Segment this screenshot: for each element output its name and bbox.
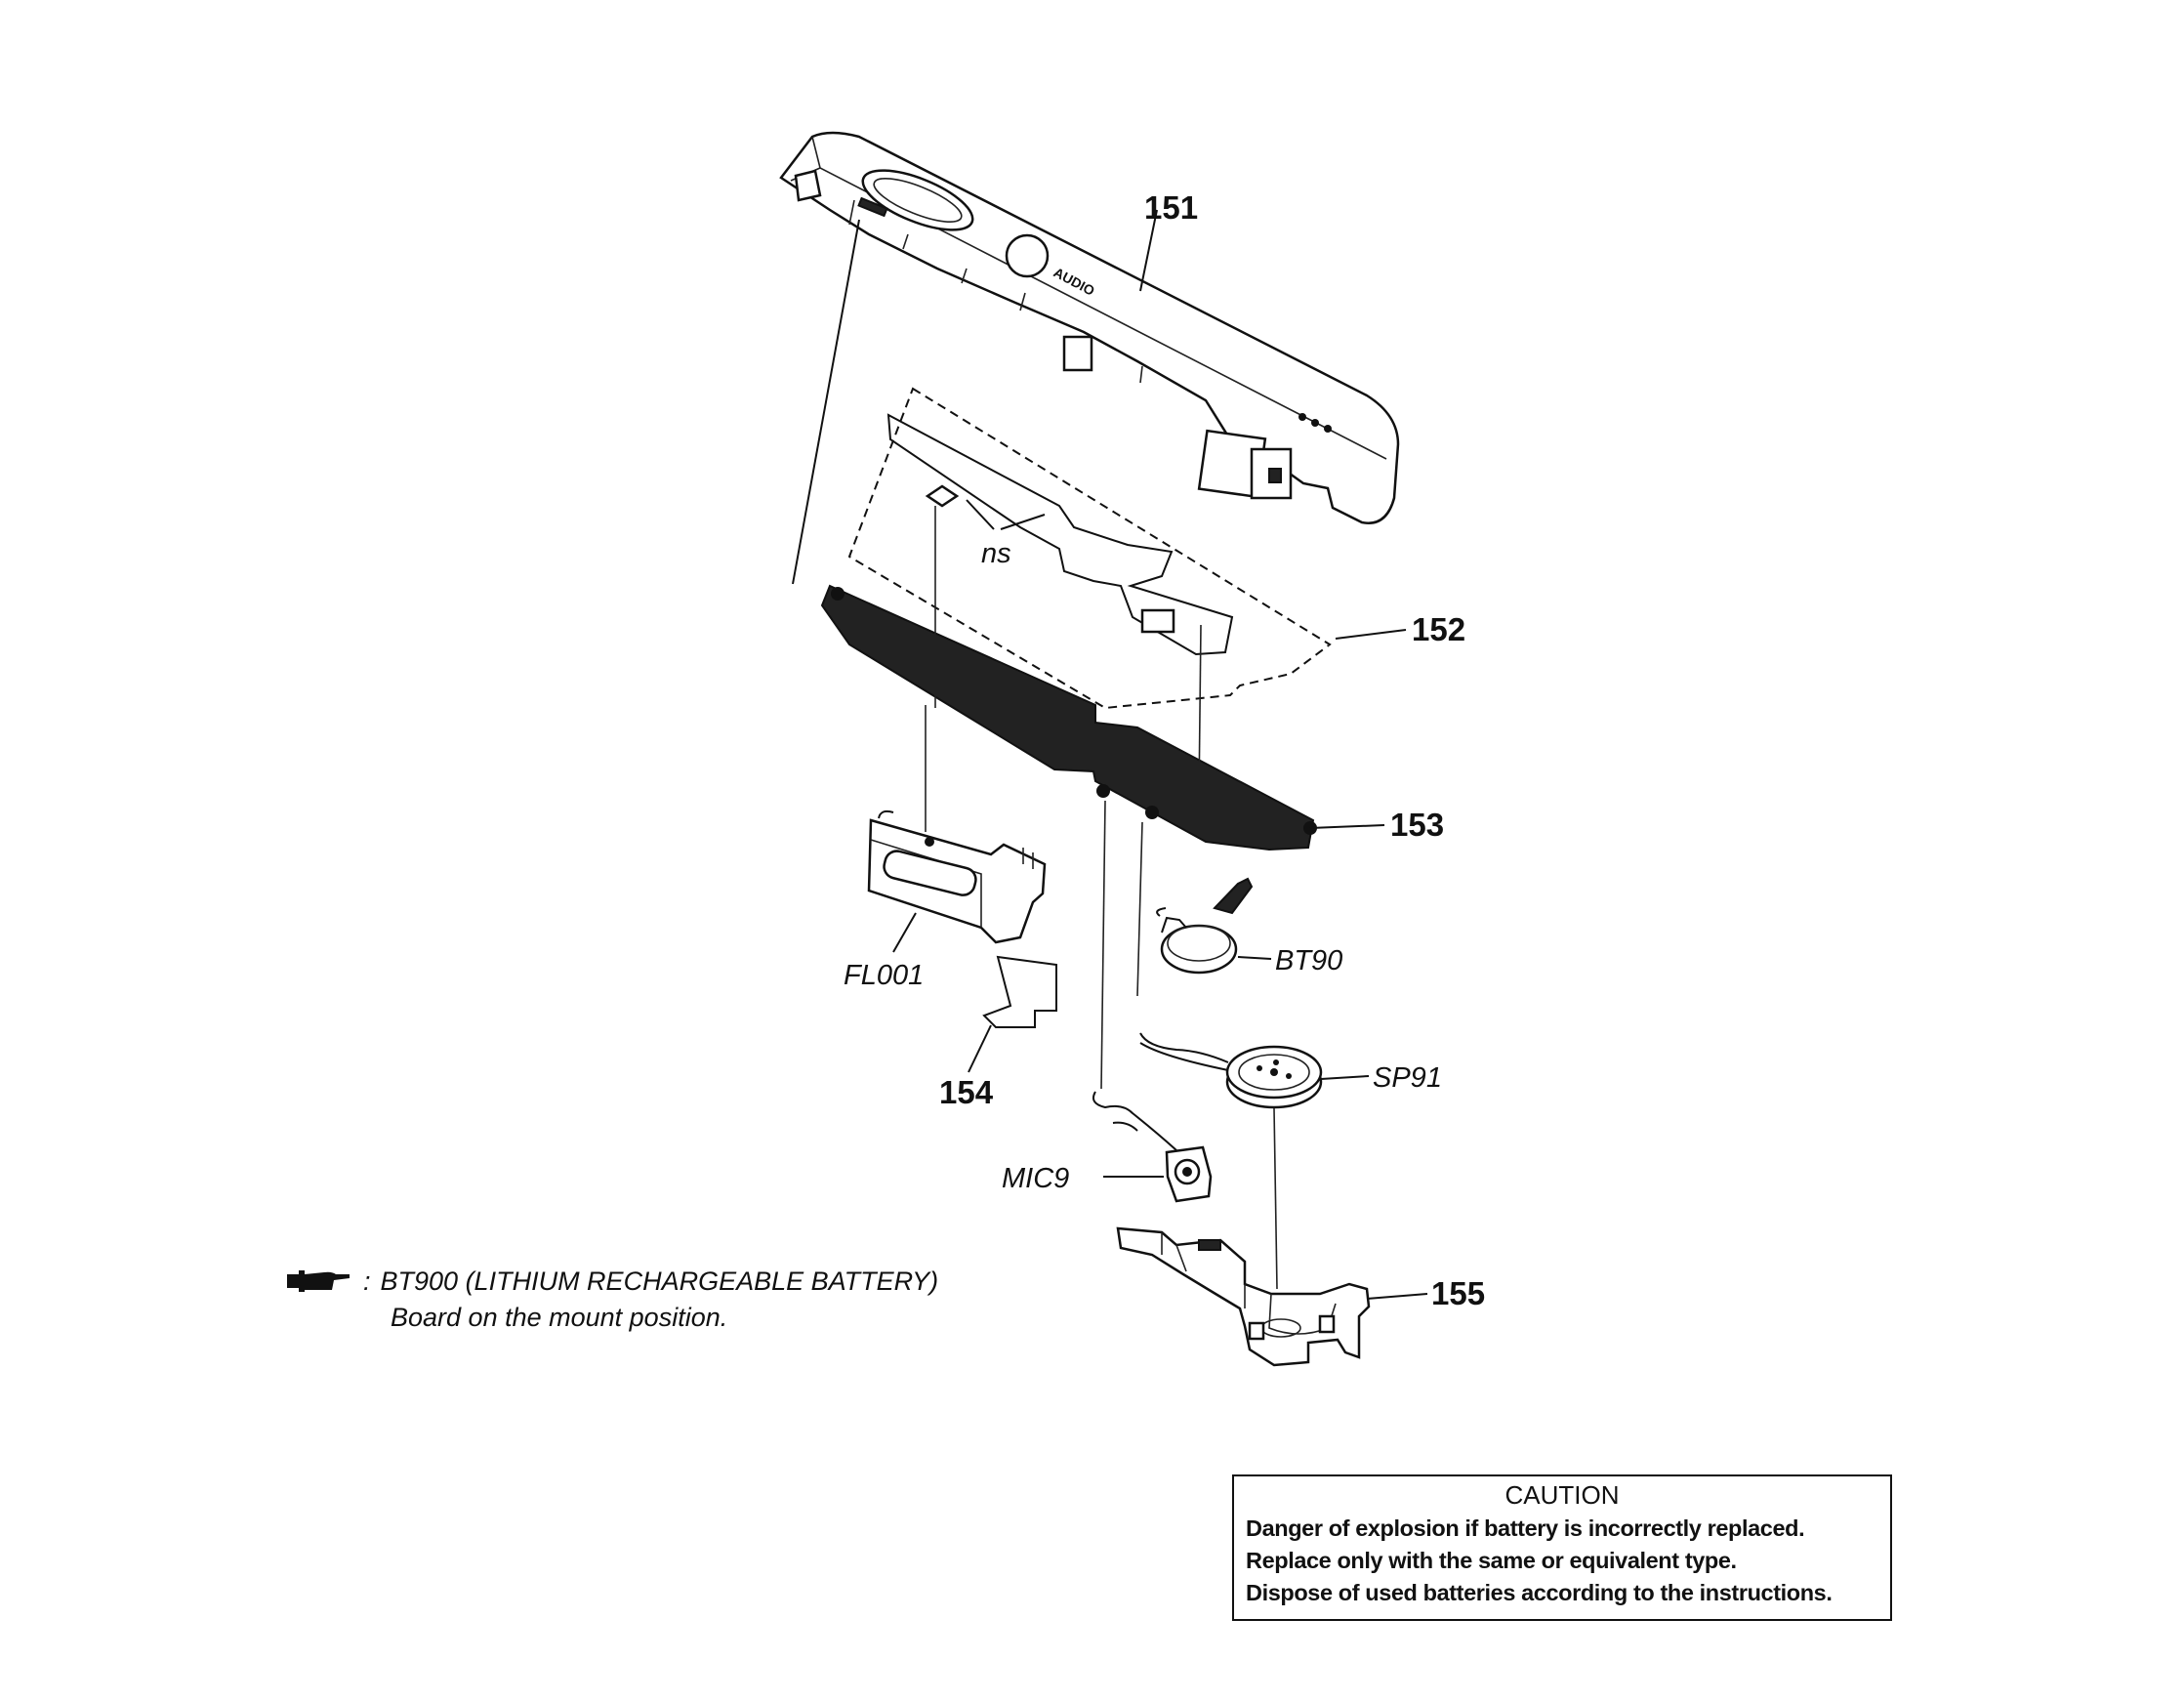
callout-153: 153: [1390, 807, 1444, 843]
legend-line-2: Board on the mount position.: [391, 1303, 728, 1332]
legend-separator: :: [363, 1266, 371, 1296]
callout-151: 151: [1144, 189, 1198, 226]
caution-line: Danger of explosion if battery is incorr…: [1246, 1515, 1805, 1541]
part-153-circuit-board: [820, 584, 1317, 851]
leader-lines: [792, 209, 1428, 1300]
legend: : BT900 (LITHIUM RECHARGEABLE BATTERY) B…: [285, 1266, 988, 1333]
part-155-bracket: [1116, 1226, 1371, 1367]
part-152-sheet: [847, 387, 1332, 710]
callout-154: 154: [939, 1074, 994, 1110]
part-mic9-microphone: [1092, 1091, 1213, 1203]
part-fl001: [867, 809, 1047, 944]
label-fl001: FL001: [844, 960, 924, 991]
label-ns: ns: [981, 538, 1011, 569]
label-mic9: MIC9: [1002, 1163, 1069, 1194]
label-sp91: SP91: [1373, 1062, 1442, 1094]
caution-title: CAUTION: [1504, 1480, 1620, 1510]
caution-line: Replace only with the same or equivalent…: [1246, 1548, 1737, 1573]
pointing-hand-icon: [287, 1269, 350, 1292]
part-154-sheet: [982, 955, 1057, 1028]
part-sp91-speaker: [1139, 1032, 1323, 1109]
part-bt90-battery: [1156, 877, 1254, 975]
legend-line-1: BT900 (LITHIUM RECHARGEABLE BATTERY): [380, 1266, 939, 1296]
part-151-top-cover: AUDIO: [779, 131, 1400, 524]
label-bt90: BT90: [1275, 945, 1342, 976]
callout-152: 152: [1412, 611, 1465, 647]
caution-line: Dispose of used batteries according to t…: [1246, 1580, 1833, 1605]
callout-155: 155: [1431, 1275, 1485, 1311]
caution-box: CAUTION Danger of explosion if battery i…: [1232, 1474, 1892, 1621]
